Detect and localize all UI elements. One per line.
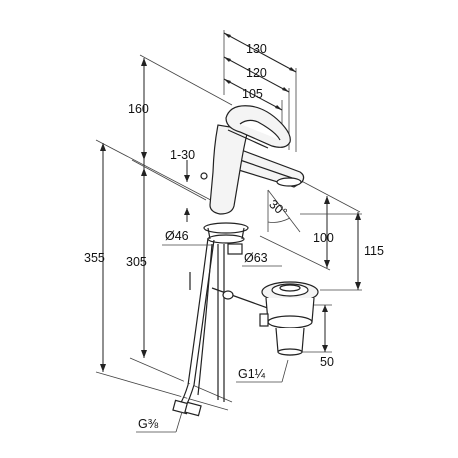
dim-100-label: 100 (313, 231, 334, 245)
top-dimension-lines (223, 30, 297, 152)
diameter-63-label: Ø63 (244, 251, 268, 265)
dim-120-label: 120 (246, 66, 267, 80)
dim-305-label: 305 (126, 255, 147, 269)
dim-105-label: 105 (242, 87, 263, 101)
waste-dimension-lines (300, 304, 332, 353)
vertical-dimension-lines (95, 54, 233, 411)
thread-g1-1-4-label: G1¼ (238, 367, 266, 381)
thread-g3-8-label: G⅜ (138, 417, 159, 431)
label-leader-lines (136, 244, 289, 433)
waste-fitting (259, 281, 319, 356)
diameter-46-label: Ø46 (165, 229, 189, 243)
faucet-body (172, 105, 305, 417)
dim-355-label: 355 (84, 251, 105, 265)
dim-115-label: 115 (364, 244, 384, 258)
right-dimension-lines (259, 175, 362, 291)
dim-50-label: 50 (320, 355, 334, 369)
deck-thickness-label: 1-30 (170, 148, 195, 162)
angle-30-label: 30° (266, 197, 289, 220)
dimension-labels: 130 120 105 160 1-30 355 305 Ø46 Ø63 30°… (84, 42, 384, 431)
dim-160-label: 160 (128, 102, 149, 116)
dim-130-label: 130 (246, 42, 267, 56)
deck-thickness-marker (184, 160, 190, 222)
